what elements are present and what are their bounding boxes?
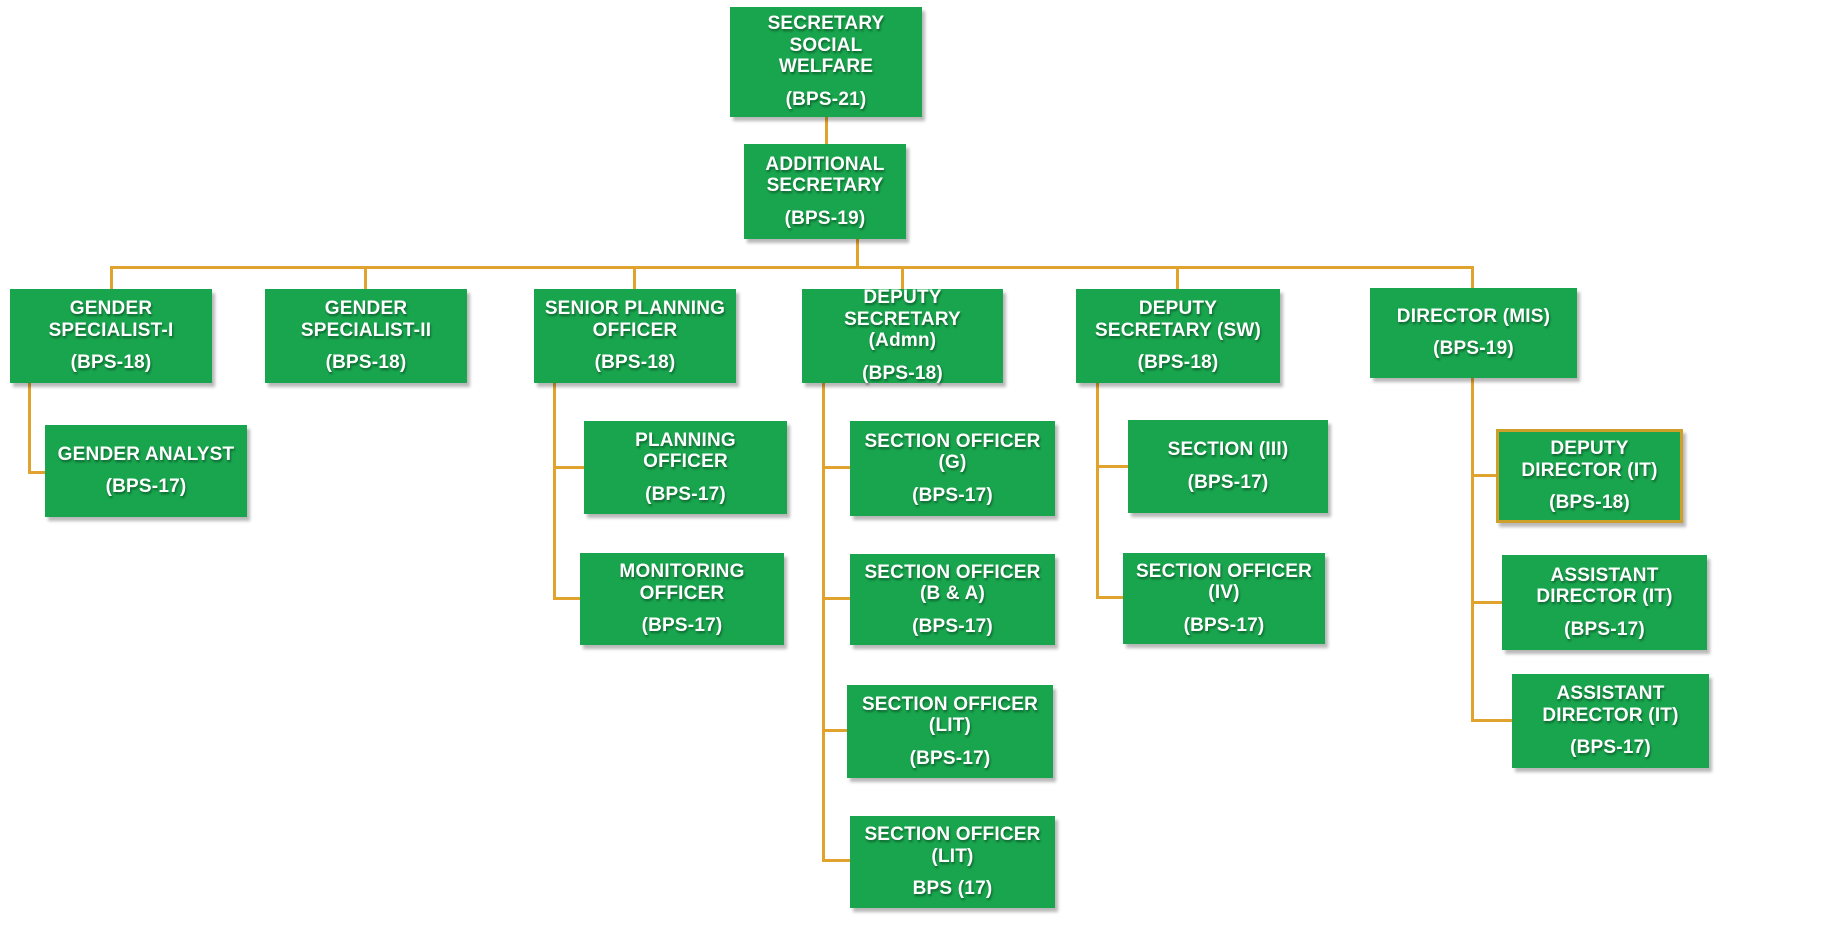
connector-line-24 <box>1471 601 1502 604</box>
connector-line-13 <box>553 597 580 600</box>
node-grade-gender-specialist-2: (BPS-18) <box>325 352 407 374</box>
org-node-director-mis[interactable]: DIRECTOR (MIS) (BPS-19) <box>1370 288 1577 378</box>
connector-line-6 <box>901 266 904 289</box>
org-node-section-officer-g[interactable]: SECTION OFFICER (G) (BPS-17) <box>850 421 1055 516</box>
connector-line-15 <box>822 466 850 469</box>
org-node-gender-specialist-2[interactable]: GENDER SPECIALIST-II (BPS-18) <box>265 289 467 383</box>
org-node-deputy-secretary-sw[interactable]: DEPUTY SECRETARY (SW) (BPS-18) <box>1076 289 1280 383</box>
connector-line-20 <box>1096 465 1128 468</box>
connector-line-25 <box>1471 719 1512 722</box>
node-grade-deputy-director-it: (BPS-18) <box>1549 492 1630 514</box>
node-grade-assistant-director-it-1: (BPS-17) <box>1564 618 1645 640</box>
org-node-section-officer-lit-1[interactable]: SECTION OFFICER (LIT) (BPS-17) <box>847 685 1053 778</box>
connector-line-22 <box>1471 378 1474 722</box>
org-node-section-officer-lit-2[interactable]: SECTION OFFICER (LIT) BPS (17) <box>850 816 1055 908</box>
node-title-deputy-director-it: DEPUTY DIRECTOR (IT) <box>1521 438 1658 481</box>
connector-line-4 <box>364 266 367 289</box>
org-node-section-iii[interactable]: SECTION (III) (BPS-17) <box>1128 420 1328 513</box>
node-title-section-officer-lit-1: SECTION OFFICER (LIT) <box>861 693 1039 737</box>
org-node-assistant-director-it-2[interactable]: ASSISTANT DIRECTOR (IT) (BPS-17) <box>1512 674 1709 768</box>
org-node-gender-analyst[interactable]: GENDER ANALYST (BPS-17) <box>45 425 247 517</box>
org-node-section-officer-iv[interactable]: SECTION OFFICER (IV) (BPS-17) <box>1123 553 1325 644</box>
node-title-gender-analyst: GENDER ANALYST <box>57 443 235 465</box>
org-node-additional-secretary[interactable]: ADDITIONAL SECRETARY (BPS-19) <box>744 144 906 239</box>
org-node-deputy-director-it[interactable]: DEPUTY DIRECTOR (IT) (BPS-18) <box>1496 429 1683 523</box>
node-title-gender-specialist-2: GENDER SPECIALIST-II <box>300 298 432 341</box>
connector-line-19 <box>1096 383 1099 599</box>
node-grade-deputy-secretary-admn: (BPS-18) <box>862 362 943 384</box>
connector-line-2 <box>110 266 1474 269</box>
node-grade-section-officer-iv: (BPS-17) <box>1183 614 1265 636</box>
connector-line-0 <box>825 117 828 145</box>
node-grade-gender-specialist-1: (BPS-18) <box>70 352 152 374</box>
org-node-secretary-social-welfare[interactable]: SECRETARY SOCIAL WELFARE (BPS-21) <box>730 7 922 117</box>
node-title-section-officer-g: SECTION OFFICER (G) <box>864 430 1041 474</box>
node-grade-director-mis: (BPS-19) <box>1433 338 1514 360</box>
node-title-assistant-director-it-1: ASSISTANT DIRECTOR (IT) <box>1536 564 1673 608</box>
org-node-senior-planning-officer[interactable]: SENIOR PLANNING OFFICER (BPS-18) <box>534 289 736 383</box>
connector-line-3 <box>110 266 113 289</box>
connector-line-16 <box>822 597 850 600</box>
org-node-gender-specialist-1[interactable]: GENDER SPECIALIST-I (BPS-18) <box>10 289 212 383</box>
connector-line-14 <box>822 383 825 862</box>
node-title-assistant-director-it-2: ASSISTANT DIRECTOR (IT) <box>1542 683 1679 726</box>
node-title-deputy-secretary-sw: DEPUTY SECRETARY (SW) <box>1094 298 1262 341</box>
node-title-secretary-social-welfare: SECRETARY SOCIAL WELFARE <box>767 13 885 78</box>
org-node-assistant-director-it-1[interactable]: ASSISTANT DIRECTOR (IT) (BPS-17) <box>1502 555 1707 650</box>
connector-line-11 <box>553 383 556 600</box>
node-grade-assistant-director-it-2: (BPS-17) <box>1570 737 1651 759</box>
node-title-deputy-secretary-admn: DEPUTY SECRETARY (Admn) <box>844 287 961 352</box>
node-grade-deputy-secretary-sw: (BPS-18) <box>1137 352 1219 374</box>
node-title-additional-secretary: ADDITIONAL SECRETARY <box>765 153 885 197</box>
connector-line-17 <box>822 729 847 732</box>
node-title-section-officer-iv: SECTION OFFICER (IV) <box>1135 560 1313 604</box>
node-grade-gender-analyst: (BPS-17) <box>105 476 187 498</box>
node-grade-planning-officer: (BPS-17) <box>645 483 726 505</box>
node-title-senior-planning-officer: SENIOR PLANNING OFFICER <box>544 298 726 341</box>
node-grade-section-iii: (BPS-17) <box>1187 471 1269 493</box>
connector-line-8 <box>1471 266 1474 288</box>
node-title-director-mis: DIRECTOR (MIS) <box>1396 305 1551 327</box>
connector-line-18 <box>822 859 850 862</box>
node-title-monitoring-officer: MONITORING OFFICER <box>619 561 745 604</box>
node-title-section-iii: SECTION (III) <box>1167 439 1289 461</box>
node-grade-secretary-social-welfare: (BPS-21) <box>785 88 867 110</box>
node-grade-section-officer-g: (BPS-17) <box>912 484 993 506</box>
org-node-section-officer-ba[interactable]: SECTION OFFICER (B & A) (BPS-17) <box>850 554 1055 645</box>
connector-line-10 <box>28 471 45 474</box>
org-node-planning-officer[interactable]: PLANNING OFFICER (BPS-17) <box>584 421 787 514</box>
node-title-planning-officer: PLANNING OFFICER <box>635 429 736 473</box>
node-title-section-officer-ba: SECTION OFFICER (B & A) <box>864 561 1041 605</box>
node-grade-senior-planning-officer: (BPS-18) <box>594 352 676 374</box>
connector-line-9 <box>28 383 31 474</box>
node-grade-section-officer-lit-1: (BPS-17) <box>909 747 991 769</box>
org-node-monitoring-officer[interactable]: MONITORING OFFICER (BPS-17) <box>580 553 784 645</box>
node-grade-section-officer-lit-2: BPS (17) <box>912 878 993 900</box>
connector-line-1 <box>856 238 859 269</box>
node-grade-additional-secretary: (BPS-19) <box>784 207 866 229</box>
connector-line-7 <box>1176 266 1179 289</box>
node-title-section-officer-lit-2: SECTION OFFICER (LIT) <box>864 824 1041 867</box>
connector-line-12 <box>553 466 584 469</box>
connector-line-23 <box>1471 474 1496 477</box>
node-grade-monitoring-officer: (BPS-17) <box>641 615 723 637</box>
org-node-deputy-secretary-admn[interactable]: DEPUTY SECRETARY (Admn) (BPS-18) <box>802 287 1003 384</box>
connector-line-21 <box>1096 596 1123 599</box>
node-grade-section-officer-ba: (BPS-17) <box>912 615 993 637</box>
connector-line-5 <box>633 266 636 289</box>
node-title-gender-specialist-1: GENDER SPECIALIST-I <box>48 298 174 341</box>
